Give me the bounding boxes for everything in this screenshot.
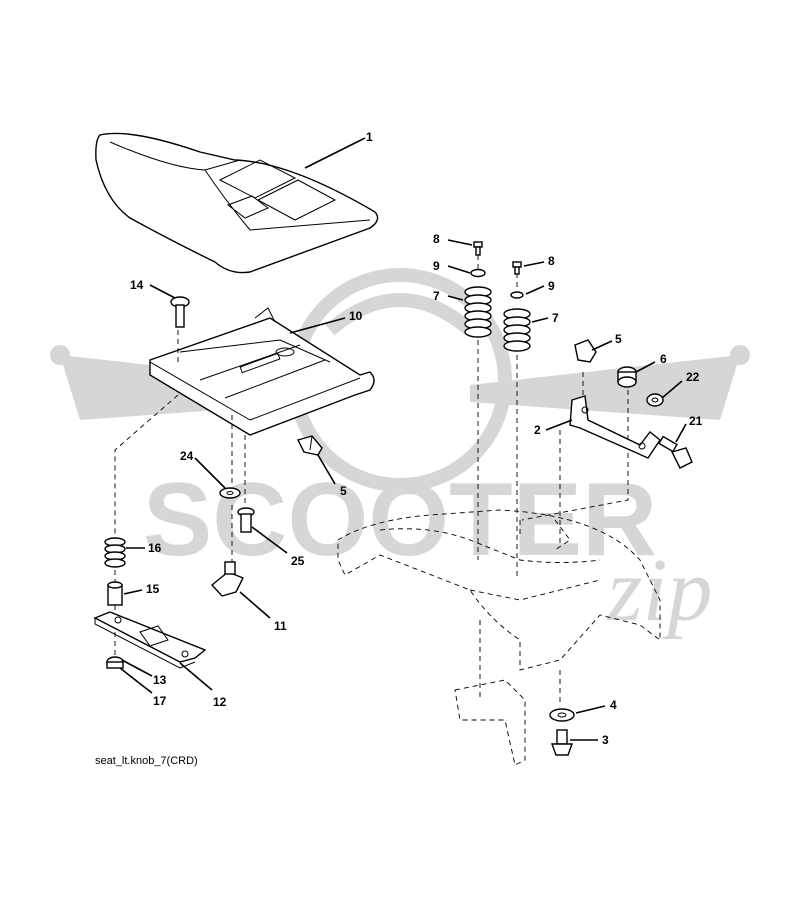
callout-12: 12 [213,695,227,709]
callout-17: 17 [153,694,167,708]
callout-21: 21 [689,414,703,428]
leader-lines [119,137,687,741]
callout-9-right: 9 [548,279,555,293]
assembly-lines-left [114,330,246,655]
shoulder-bolt-part [237,507,255,533]
hex-nut-part [106,656,124,669]
hex-bolt-part [658,435,693,469]
tractor-frame-dashed [337,509,661,766]
bolt-part-left [473,241,483,256]
callout-7-right: 7 [552,311,559,325]
callout-9-left: 9 [433,259,440,273]
flat-washer-part [549,708,575,722]
washer-part-right [510,291,524,299]
flange-bolt-part [551,729,573,756]
callout-labels: 1 14 10 24 5 16 25 15 11 13 12 17 8 9 7 … [130,130,703,747]
seat-part [95,132,379,274]
washer-part [219,487,241,499]
lock-nut-part [646,393,664,407]
callout-8-left: 8 [433,232,440,246]
callout-15: 15 [146,582,160,596]
watermark-logo: SCOOTER zip [50,268,750,640]
callout-6: 6 [660,352,667,366]
callout-4: 4 [610,698,617,712]
washer-part-left [470,268,486,278]
callout-24: 24 [180,449,194,463]
callout-11: 11 [274,619,287,633]
assembly-lines-right [477,255,629,705]
callout-5-left: 5 [340,484,347,498]
watermark-word: SCOOTER [143,462,657,578]
callout-7-left: 7 [433,289,440,303]
callout-14: 14 [130,278,144,292]
seat-pan-part [149,307,375,436]
callout-10: 10 [349,309,363,323]
callout-5-right: 5 [615,332,622,346]
seat-knob-part [210,561,244,597]
callout-25: 25 [291,554,305,568]
spacer-part [107,581,123,606]
bolt-part-right [512,261,522,275]
clip-part-right [574,339,597,363]
adjustment-bracket-part [93,611,207,669]
callout-16: 16 [148,541,162,555]
callout-13: 13 [153,673,167,687]
spring-part-left [464,286,492,338]
callout-8-right: 8 [548,254,555,268]
drawing-reference: seat_lt.knob_7(CRD) [95,755,198,767]
bushing-part [617,366,637,388]
callout-22: 22 [686,370,700,384]
seat-bracket-part [569,395,661,459]
watermark-script: zip [605,541,712,640]
callout-3: 3 [602,733,609,747]
carriage-bolt-part [170,296,190,328]
clip-part-left [296,435,323,456]
spring-part [104,537,126,568]
callout-2: 2 [534,423,541,437]
callout-1: 1 [366,130,373,144]
spring-part-right [503,308,531,352]
